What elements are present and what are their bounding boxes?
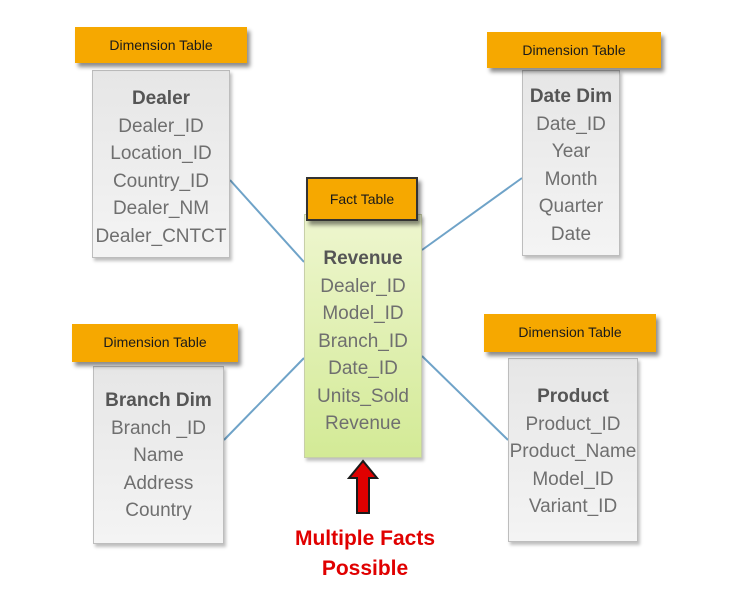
dealer-dimension-label: Dimension Table <box>75 27 247 63</box>
field: Country_ID <box>112 170 210 192</box>
field: Variant_ID <box>528 496 618 517</box>
note-line-2: Possible <box>321 557 409 580</box>
table-name: Dealer <box>131 88 191 109</box>
fact-table-label: Fact Table <box>306 177 418 221</box>
field: Quarter <box>538 196 604 217</box>
product-dimension-label: Dimension Table <box>484 314 656 352</box>
field: Branch_ID <box>318 330 408 352</box>
connector-date-fact <box>421 177 523 251</box>
field: Dealer_ID <box>320 275 406 297</box>
date-dimension-label: Dimension Table <box>487 32 661 68</box>
field: Location_ID <box>110 143 212 164</box>
field: Month <box>544 168 598 190</box>
field: Model_ID <box>532 468 614 490</box>
note-line-1: Multiple Facts <box>294 527 436 550</box>
multiple-facts-note: Multiple Facts Possible <box>250 524 480 584</box>
field: Dealer_CNTCT <box>95 225 227 247</box>
table-name: Branch Dim <box>105 390 212 411</box>
revenue-fact-table: Revenue Dealer_ID Model_ID Branch_ID Dat… <box>304 214 422 458</box>
field: Name <box>133 445 184 466</box>
field: Country <box>125 500 192 521</box>
connector-branch-fact <box>223 357 305 441</box>
connector-dealer-fact <box>229 179 305 263</box>
table-name: Date Dim <box>529 86 613 107</box>
field: Date <box>550 223 592 245</box>
connector-product-fact <box>421 355 509 441</box>
table-name: Product <box>537 386 609 407</box>
field: Address <box>123 472 194 494</box>
field: Product_ID <box>525 413 621 435</box>
field: Date_ID <box>328 358 398 379</box>
field: Branch _ID <box>110 417 207 439</box>
branch-dim-table: Branch Dim Branch _ID Name Address Count… <box>93 366 224 544</box>
field: Dealer_NM <box>112 198 210 219</box>
up-arrow-icon <box>346 459 380 514</box>
table-name: Revenue <box>323 248 403 269</box>
field: Dealer_ID <box>118 115 204 137</box>
dealer-table: Dealer Dealer_ID Location_ID Country_ID … <box>92 70 230 258</box>
date-dim-table: Date Dim Date_ID Year Month Quarter Date <box>522 70 620 256</box>
field: Year <box>551 141 591 162</box>
field: Product_Name <box>509 441 637 462</box>
product-table: Product Product_ID Product_Name Model_ID… <box>508 358 638 542</box>
field: Date_ID <box>536 113 606 135</box>
branch-dimension-label: Dimension Table <box>72 324 238 362</box>
field: Revenue <box>324 413 402 434</box>
field: Units_Sold <box>317 385 409 407</box>
field: Model_ID <box>322 303 404 324</box>
